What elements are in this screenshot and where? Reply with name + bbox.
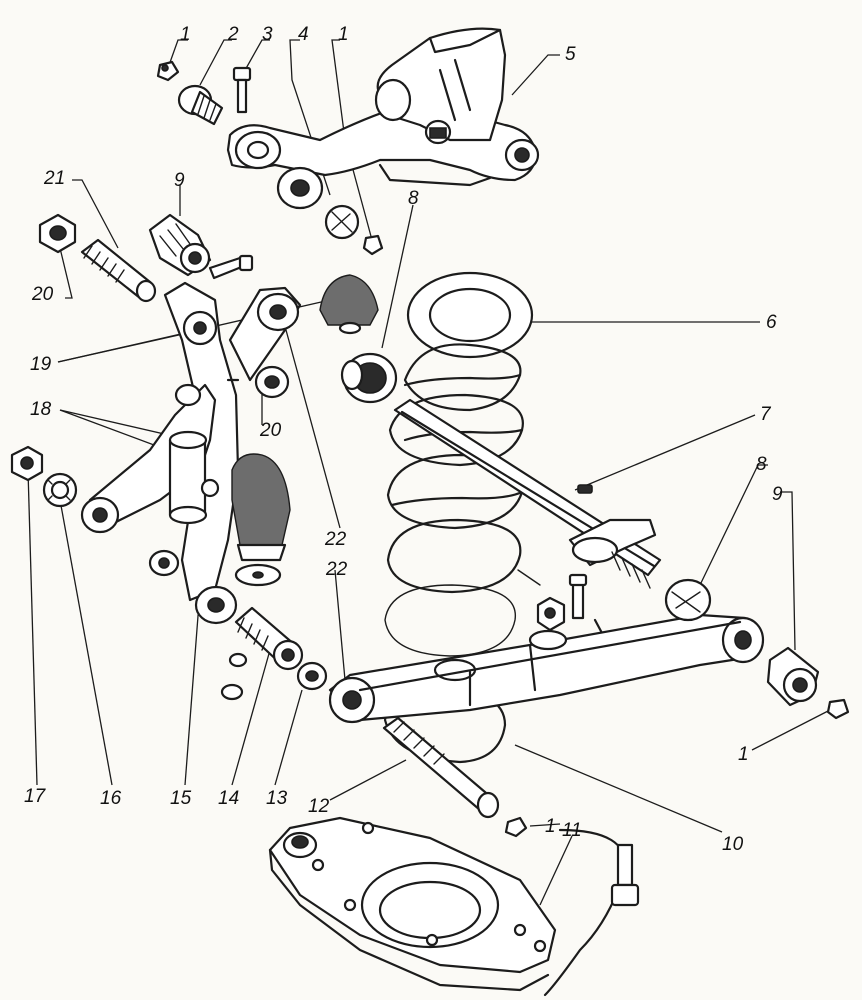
callout-9-lower: 9 (772, 484, 783, 505)
callout-19: 19 (30, 354, 52, 375)
callout-17: 17 (24, 786, 47, 807)
callout-10: 10 (722, 834, 744, 855)
callout-5: 5 (565, 44, 576, 65)
callout-20-upper: 20 (31, 284, 54, 305)
callout-4: 4 (298, 24, 309, 45)
grease-fitting-1-lower (504, 816, 528, 838)
bolt-plate (610, 843, 640, 907)
callout-1-top-right: 1 (338, 24, 349, 45)
spring-seat-plate-11 (268, 816, 627, 997)
castle-nut (536, 596, 566, 632)
threaded-pin-21 (80, 238, 157, 303)
callout-21: 21 (43, 168, 65, 189)
callout-3: 3 (262, 24, 273, 45)
callout-20-middle: 20 (259, 420, 282, 441)
threaded-bushing-14 (234, 606, 304, 671)
callout-2: 2 (227, 24, 239, 45)
bushing-8-upper (340, 352, 398, 404)
callout-9-upper: 9 (174, 170, 185, 191)
rubber-buffer-upper (319, 274, 379, 335)
threaded-bushing-9-upper (148, 213, 212, 277)
callout-1-top: 1 (180, 24, 191, 45)
callout-18: 18 (30, 399, 52, 420)
small-nuts (220, 652, 248, 701)
threaded-bushing-9-lower (766, 646, 850, 720)
callout-6: 6 (766, 312, 777, 333)
lower-control-arm (328, 613, 765, 724)
callout-13: 13 (266, 788, 288, 809)
nut-13 (296, 661, 328, 691)
callout-15: 15 (170, 788, 192, 809)
callout-16: 16 (100, 788, 122, 809)
bolt-3 (232, 66, 252, 114)
callout-8-lower: 8 (756, 454, 767, 475)
callout-8-upper: 8 (408, 188, 419, 209)
bolt-upper (208, 254, 254, 280)
grease-fitting-1 (156, 60, 180, 82)
lower-knuckle-eye-15 (194, 585, 238, 625)
steering-arm-18 (80, 383, 220, 534)
callout-22-upper: 22 (324, 529, 347, 550)
threaded-bushing-2 (177, 84, 224, 126)
callout-11: 11 (562, 820, 582, 841)
long-bolt-12 (382, 716, 500, 819)
lock-washer-16 (42, 472, 78, 508)
rubber-bump-stop-cone (231, 453, 291, 587)
callout-14: 14 (218, 788, 239, 809)
bushing-4 (276, 166, 384, 256)
callout-22-lower: 22 (325, 559, 348, 580)
callout-1-right: 1 (738, 744, 749, 765)
nut-17 (10, 445, 44, 482)
spring-seat-pad-6 (406, 271, 534, 359)
callout-labels: 1 2 3 4 1 5 21 9 8 20 6 19 20 7 18 22 8 … (24, 24, 783, 855)
upper-control-arm (226, 27, 540, 187)
bushing-8-lower (664, 578, 712, 622)
callout-7: 7 (760, 404, 772, 425)
cross-shaft-7 (393, 398, 662, 650)
callout-1-lower: 1 (545, 816, 556, 837)
bushing-20-middle (254, 365, 290, 399)
small-nut-left (148, 549, 180, 577)
nut-20-top (38, 213, 77, 254)
callout-12: 12 (308, 796, 330, 817)
